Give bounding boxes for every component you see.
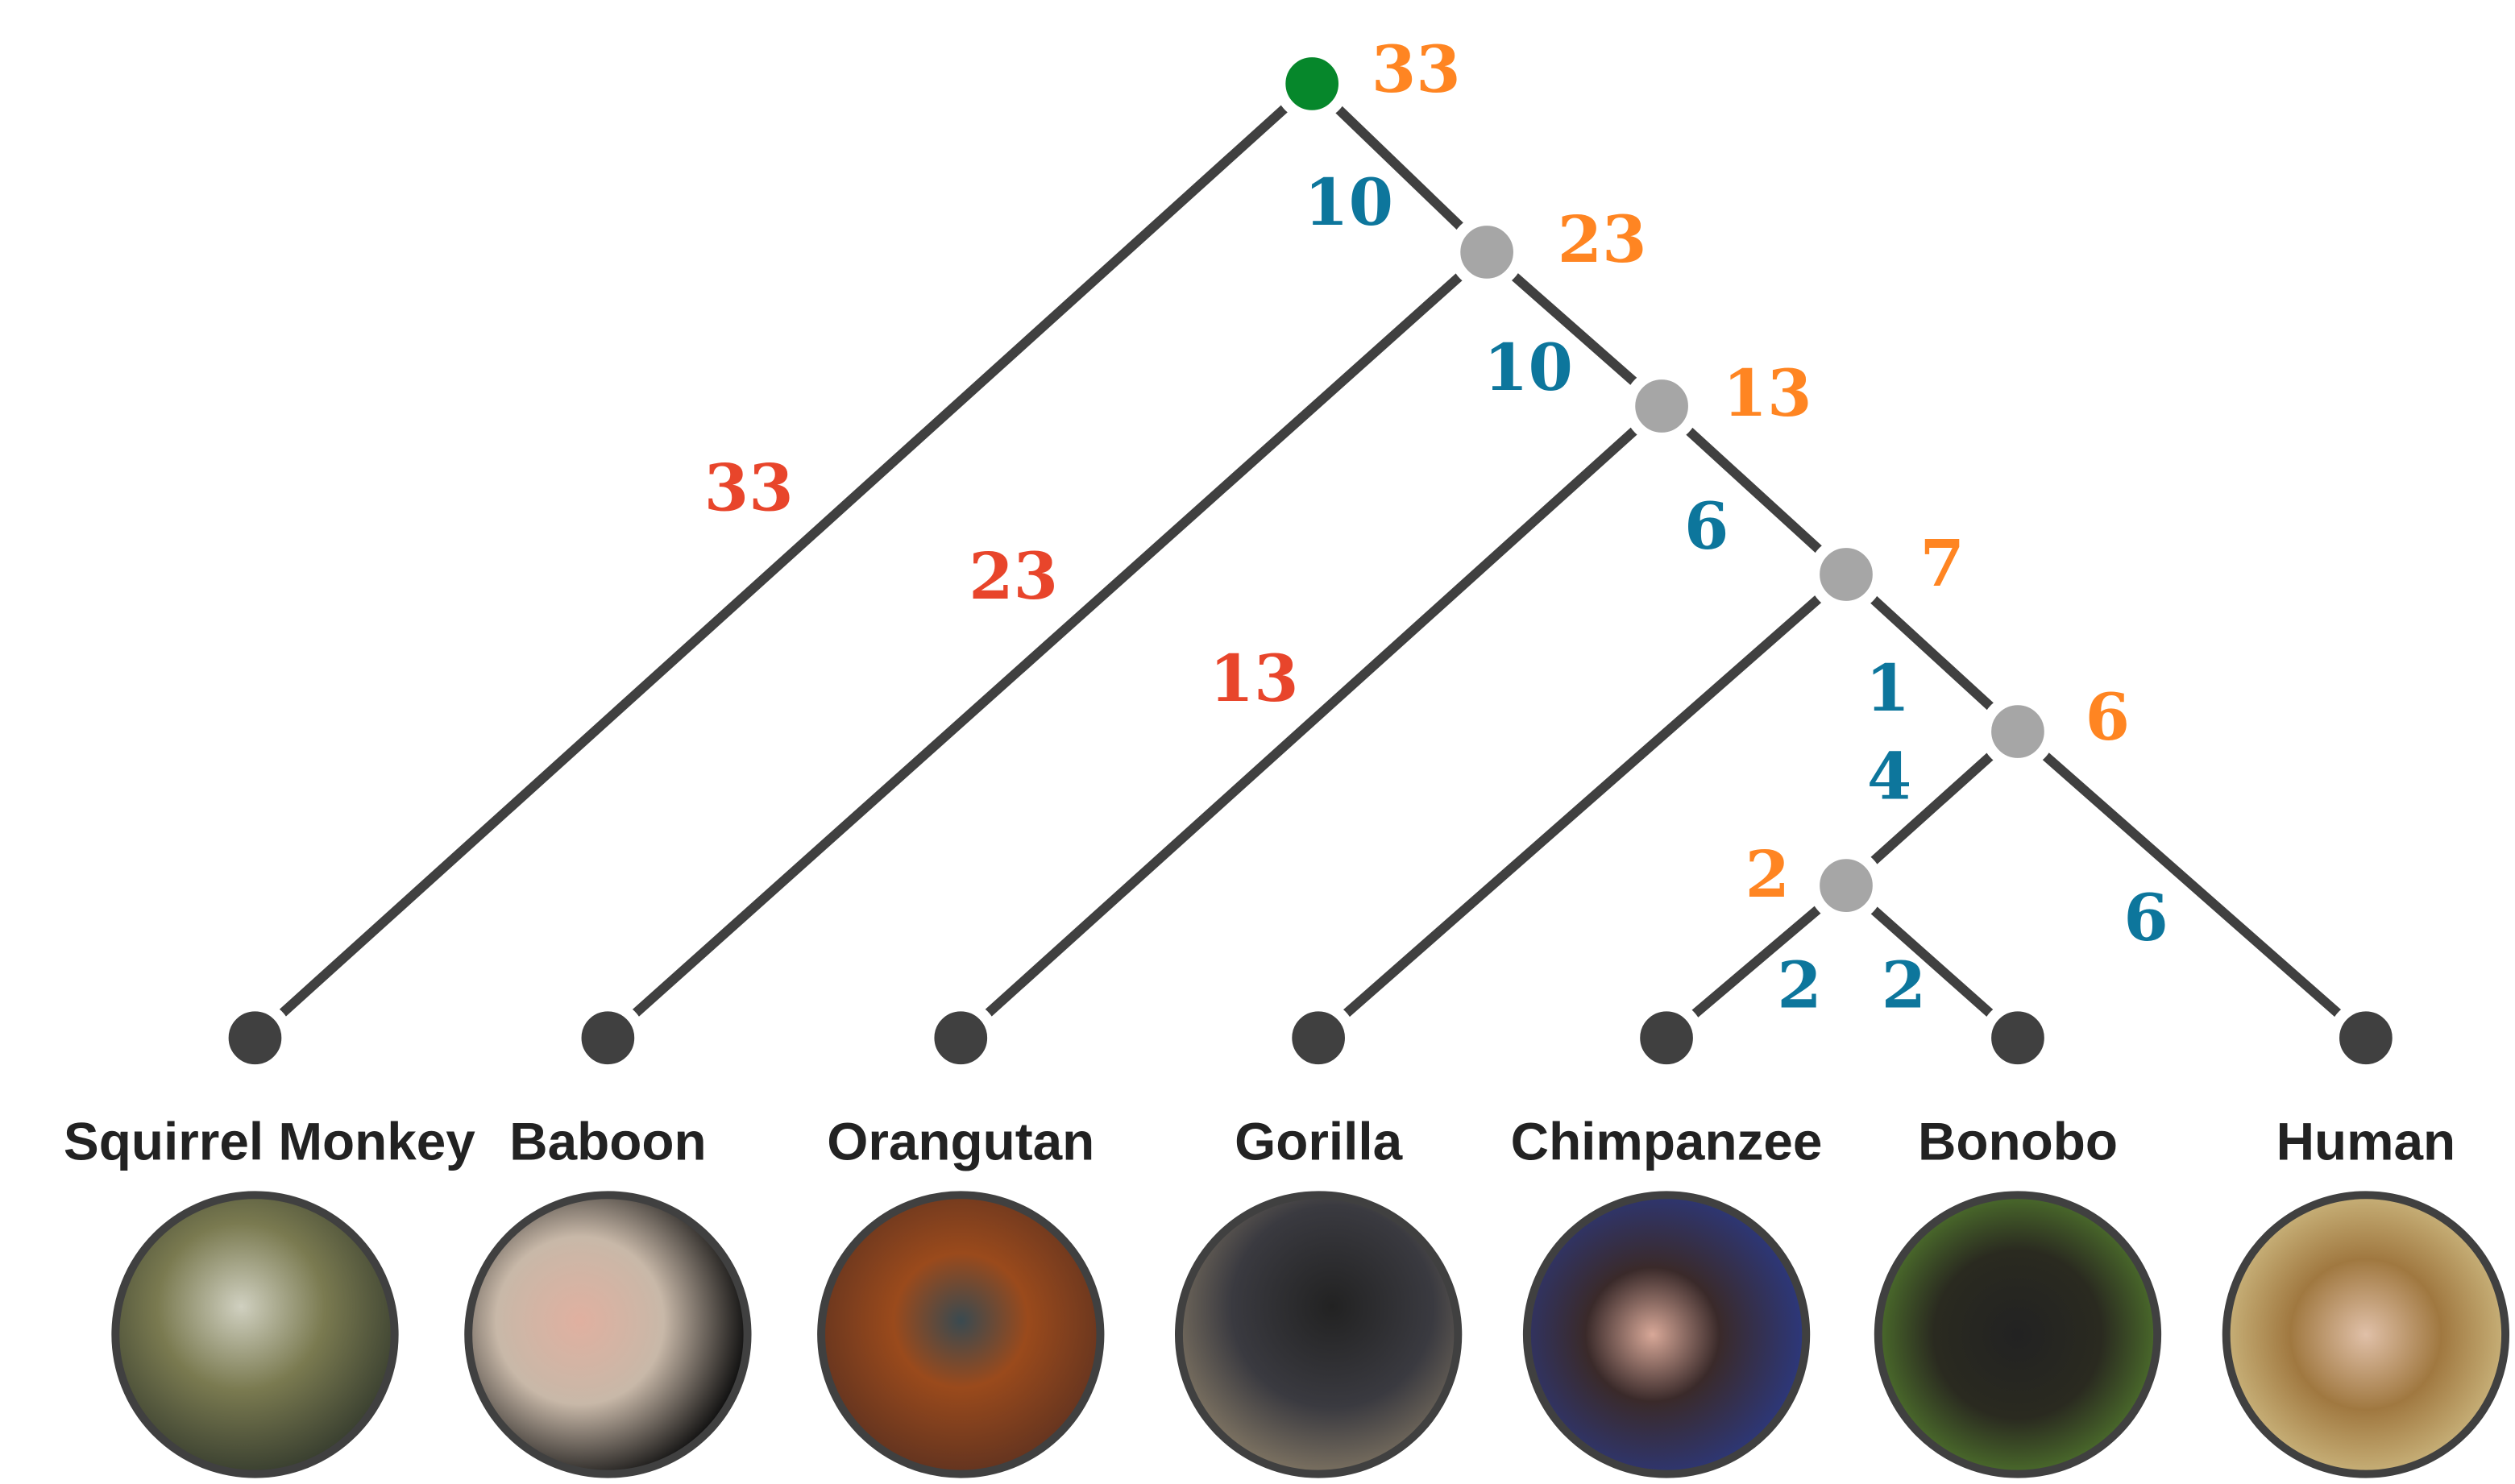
internal-node xyxy=(1980,694,2056,769)
leaf-node xyxy=(1980,1000,2056,1076)
bonobo-photo xyxy=(1874,1191,2162,1478)
leaf-labels: Squirrel Monkey Baboon Orangutan Gorilla… xyxy=(64,1113,2455,1171)
leaf-label-orangutan: Orangutan xyxy=(827,1113,1094,1171)
leaf-node xyxy=(1629,1000,1704,1076)
leaf-label-squirrel-monkey: Squirrel Monkey xyxy=(64,1113,475,1171)
leaf-node xyxy=(570,1000,646,1076)
leaf-label-bonobo: Bonobo xyxy=(1918,1113,2118,1171)
leaf-branch-length-labels: 33 23 13 xyxy=(704,450,1299,716)
leaf-node xyxy=(2328,1000,2404,1076)
branch-length-label: 10 xyxy=(1304,164,1393,240)
leaf-node xyxy=(1280,1000,1356,1076)
gorilla-photo xyxy=(1174,1191,1463,1478)
internal-node xyxy=(1624,368,1699,444)
internal-node xyxy=(1449,214,1525,290)
edges xyxy=(251,80,2369,1042)
internal-node xyxy=(1808,848,1884,923)
node-height-label: 23 xyxy=(1558,201,1647,277)
leaf-branch-length-label: 33 xyxy=(704,450,794,525)
edge-n4-human xyxy=(2015,727,2369,1042)
edge-n2-n3 xyxy=(1658,402,1850,578)
internal-node xyxy=(1808,537,1884,612)
squirrel-monkey-photo xyxy=(111,1191,399,1478)
branch-length-label: 1 xyxy=(1865,650,1910,726)
node-height-labels: 33 23 13 7 6 2 xyxy=(1372,31,2130,912)
leaf-label-baboon: Baboon xyxy=(509,1113,706,1171)
leaf-label-human: Human xyxy=(2276,1113,2456,1171)
leaf-photos xyxy=(111,1191,2510,1478)
edge-n3-n4 xyxy=(1842,570,2021,736)
root-node xyxy=(1274,46,1350,122)
human-photo xyxy=(2222,1191,2510,1478)
edge-n3-gorilla xyxy=(1315,570,1849,1042)
leaf-label-gorilla: Gorilla xyxy=(1235,1113,1402,1171)
edge-n1-n2 xyxy=(1484,248,1666,410)
leaf-node xyxy=(923,1000,999,1076)
branch-length-label: 6 xyxy=(1684,488,1729,564)
edge-n1-baboon xyxy=(604,248,1491,1042)
branch-length-label: 10 xyxy=(1484,330,1573,405)
edge-n5-bonobo xyxy=(1843,881,2021,1042)
leaf-branch-length-label: 23 xyxy=(969,538,1058,614)
branch-length-label: 4 xyxy=(1867,739,1911,815)
edge-n2-orangutan xyxy=(957,402,1666,1042)
edge-root-squirrel-monkey xyxy=(251,80,1316,1042)
leaf-node xyxy=(217,1000,293,1076)
node-height-label: 7 xyxy=(1920,525,1965,601)
branch-length-labels: 10 10 6 1 4 2 2 6 xyxy=(1304,164,2168,1022)
node-height-label: 13 xyxy=(1723,355,1812,431)
chimpanzee-photo xyxy=(1522,1191,1811,1478)
edge-n5-chimpanzee xyxy=(1663,881,1849,1042)
leaf-branch-length-label: 13 xyxy=(1210,640,1299,716)
nodes xyxy=(217,46,2404,1076)
node-height-label: 6 xyxy=(2085,679,2130,755)
branch-length-label: 2 xyxy=(1777,947,1821,1022)
orangutan-photo xyxy=(817,1191,1105,1478)
edge-n4-n5 xyxy=(1843,727,2021,889)
branch-length-label: 2 xyxy=(1882,947,1926,1022)
baboon-photo xyxy=(464,1191,752,1478)
node-height-label: 33 xyxy=(1372,31,1461,107)
branch-length-label: 6 xyxy=(2123,880,2168,955)
leaf-label-chimpanzee: Chimpanzee xyxy=(1511,1113,1823,1171)
edge-root-n1 xyxy=(1309,80,1491,256)
node-height-label: 2 xyxy=(1745,836,1790,912)
